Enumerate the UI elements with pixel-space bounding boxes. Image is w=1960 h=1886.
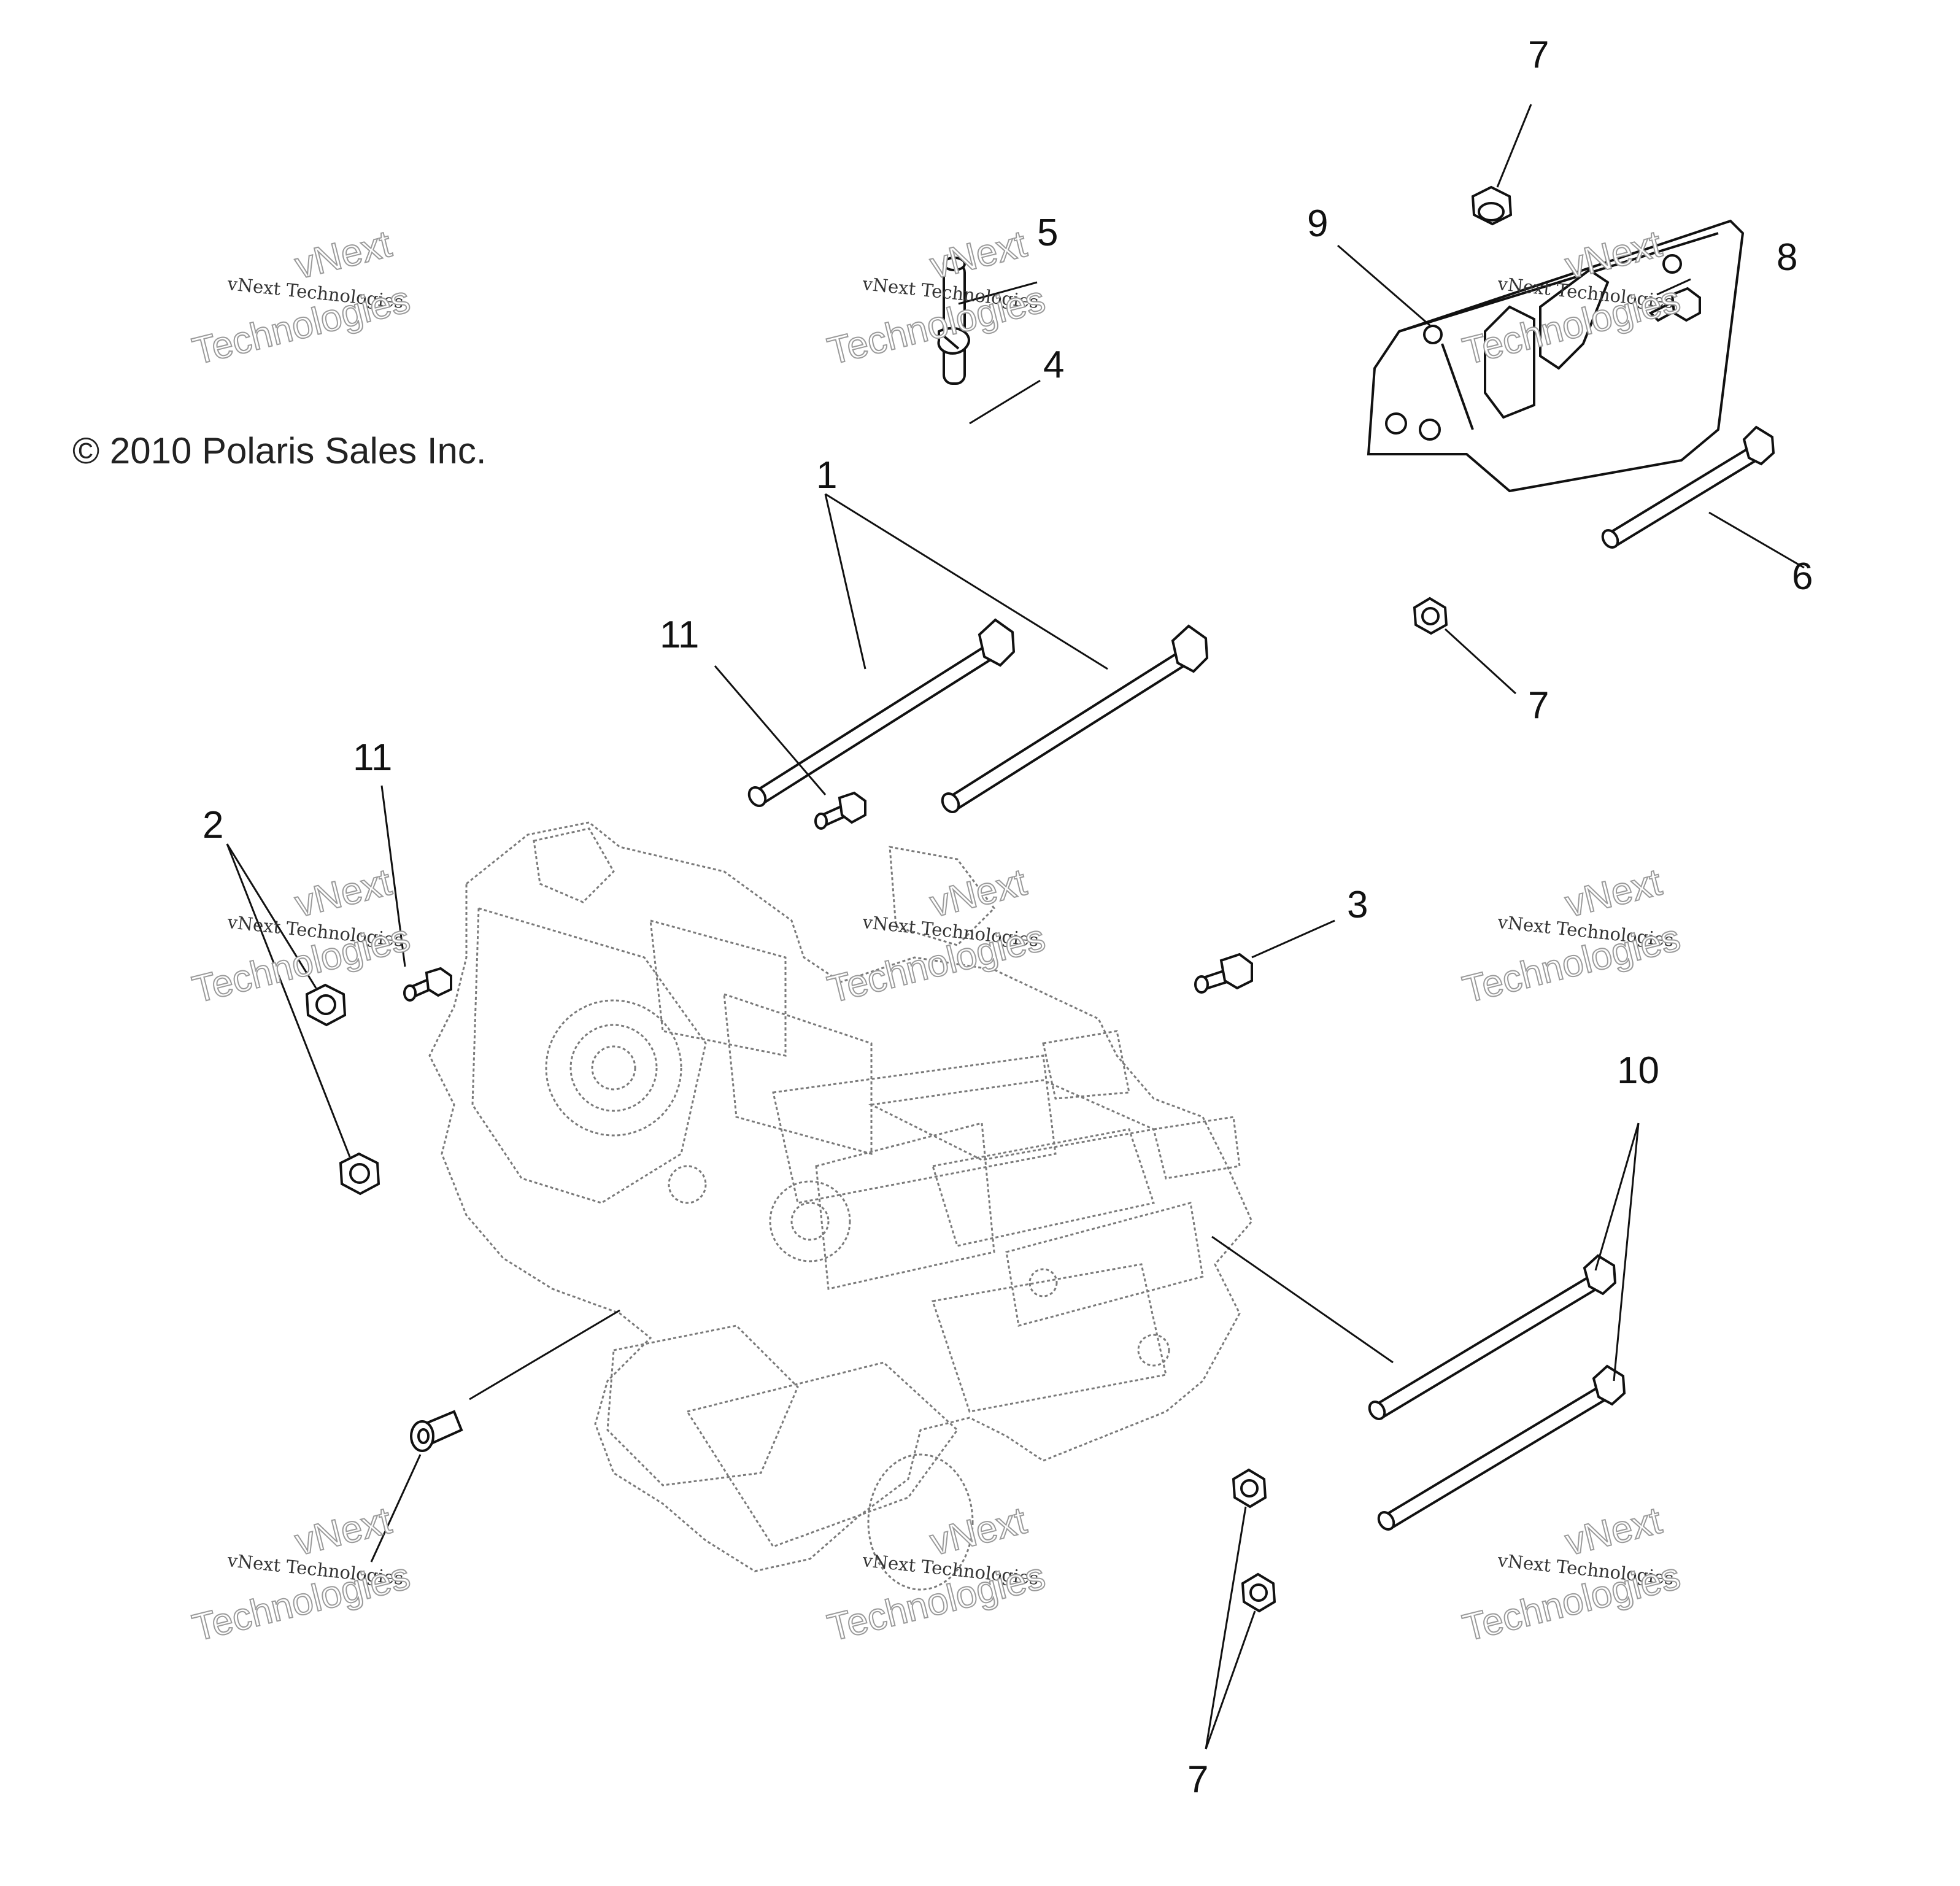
engine-assembly [428,821,1253,1591]
leader-lines [226,104,1805,1750]
bolt-3[interactable] [1194,953,1253,994]
callout-10: 10 [1617,1049,1659,1092]
bolt-11-center[interactable] [814,791,866,830]
nut-7-bottom-b[interactable] [1241,1572,1276,1613]
callout-11-left: 11 [353,736,392,779]
callout-4: 4 [1043,344,1064,386]
bolt-long-6[interactable] [1600,425,1775,551]
bolt-long-10b[interactable] [1376,1364,1626,1532]
callout-6: 6 [1792,555,1813,598]
callout-2: 2 [203,804,223,846]
callout-7-mid: 7 [1528,684,1549,727]
callout-8: 8 [1777,236,1797,279]
callout-5: 5 [1037,212,1058,254]
callouts: 1 2 3 4 5 6 7 7 7 8 9 10 11 11 [203,34,1813,1801]
clip-4[interactable] [937,327,970,355]
copyright-notice: © 2010 Polaris Sales Inc. [72,430,487,471]
bolt-long-1b[interactable] [939,624,1209,815]
pin-5[interactable] [943,257,966,385]
callout-3: 3 [1347,884,1368,926]
nut-7-mid[interactable] [1413,597,1448,635]
callout-11-center: 11 [660,614,699,656]
nut-7-top[interactable] [1471,185,1513,226]
nut-2-upper[interactable] [305,983,347,1027]
callout-7-top: 7 [1528,34,1549,76]
callout-9: 9 [1307,203,1328,245]
bolt-long-10a[interactable] [1367,1254,1617,1422]
callout-1: 1 [816,454,837,497]
bolt-long-1a[interactable] [746,618,1016,809]
bolt-lower-left[interactable] [410,1410,463,1452]
bolt-8[interactable] [1648,287,1701,322]
bracket-9[interactable] [1367,219,1745,493]
nut-2-lower[interactable] [339,1152,380,1196]
nut-7-bottom-a[interactable] [1232,1468,1267,1509]
callout-7-bottom: 7 [1187,1758,1208,1801]
bolt-11-left[interactable] [403,967,452,1002]
